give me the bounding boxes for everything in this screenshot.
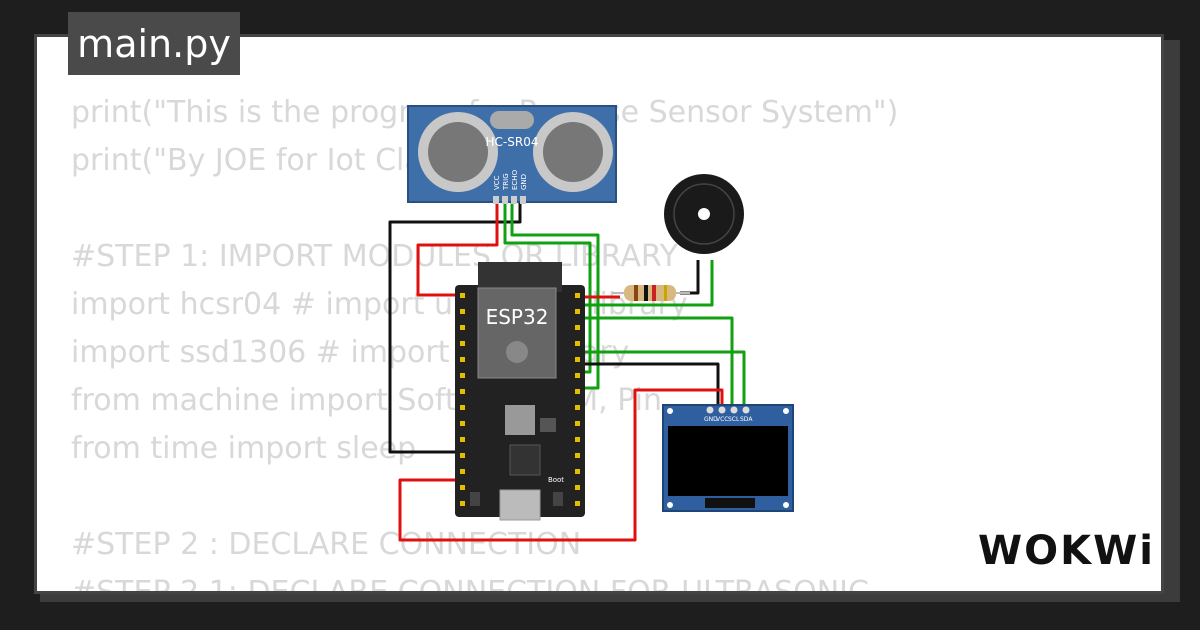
wire-echo-green xyxy=(510,200,600,390)
sensor-pin-vcc: VCC xyxy=(493,175,501,190)
wire-oled-red xyxy=(398,388,724,542)
wire-sda-green xyxy=(570,350,746,408)
file-tab[interactable]: main.py xyxy=(68,12,240,75)
ultrasonic-sensor[interactable]: HC-SR04 VCC TRIG ECHO GND xyxy=(407,105,617,204)
sensor-pin-trig: TRIG xyxy=(502,173,510,191)
oled-pin-gnd: GND xyxy=(704,416,718,423)
buzzer[interactable] xyxy=(664,174,744,254)
sensor-pin-gnd: GND xyxy=(520,174,528,190)
sensor-label: HC-SR04 xyxy=(486,135,539,149)
code-line: #STEP 2.1: DECLARE CONNECTION FOR ULTRAS… xyxy=(71,575,869,594)
oled-pin-scl: SCL xyxy=(728,416,740,423)
wire-vcc-red xyxy=(416,200,499,297)
board-label: ESP32 xyxy=(486,305,549,329)
wokwi-logo: WOKWi xyxy=(978,528,1155,574)
wire-scl-green xyxy=(570,316,734,408)
wire-buzzer-black xyxy=(680,260,700,295)
wire-oled-black xyxy=(570,362,720,408)
code-line: from time import sleep xyxy=(71,431,417,466)
esp32-board[interactable]: ESP32 Boot xyxy=(455,262,585,521)
code-line: #STEP 2 : DECLARE CONNECTION xyxy=(71,527,582,562)
board-boot-label: Boot xyxy=(548,476,564,484)
oled-pin-sda: SDA xyxy=(740,416,753,423)
oled-pin-vcc: VCC xyxy=(716,416,728,423)
sensor-pin-echo: ECHO xyxy=(511,169,519,190)
wire-gnd-black xyxy=(388,200,522,454)
resistor[interactable] xyxy=(612,285,690,301)
oled-display[interactable]: GND VCC SCL SDA xyxy=(662,404,794,512)
